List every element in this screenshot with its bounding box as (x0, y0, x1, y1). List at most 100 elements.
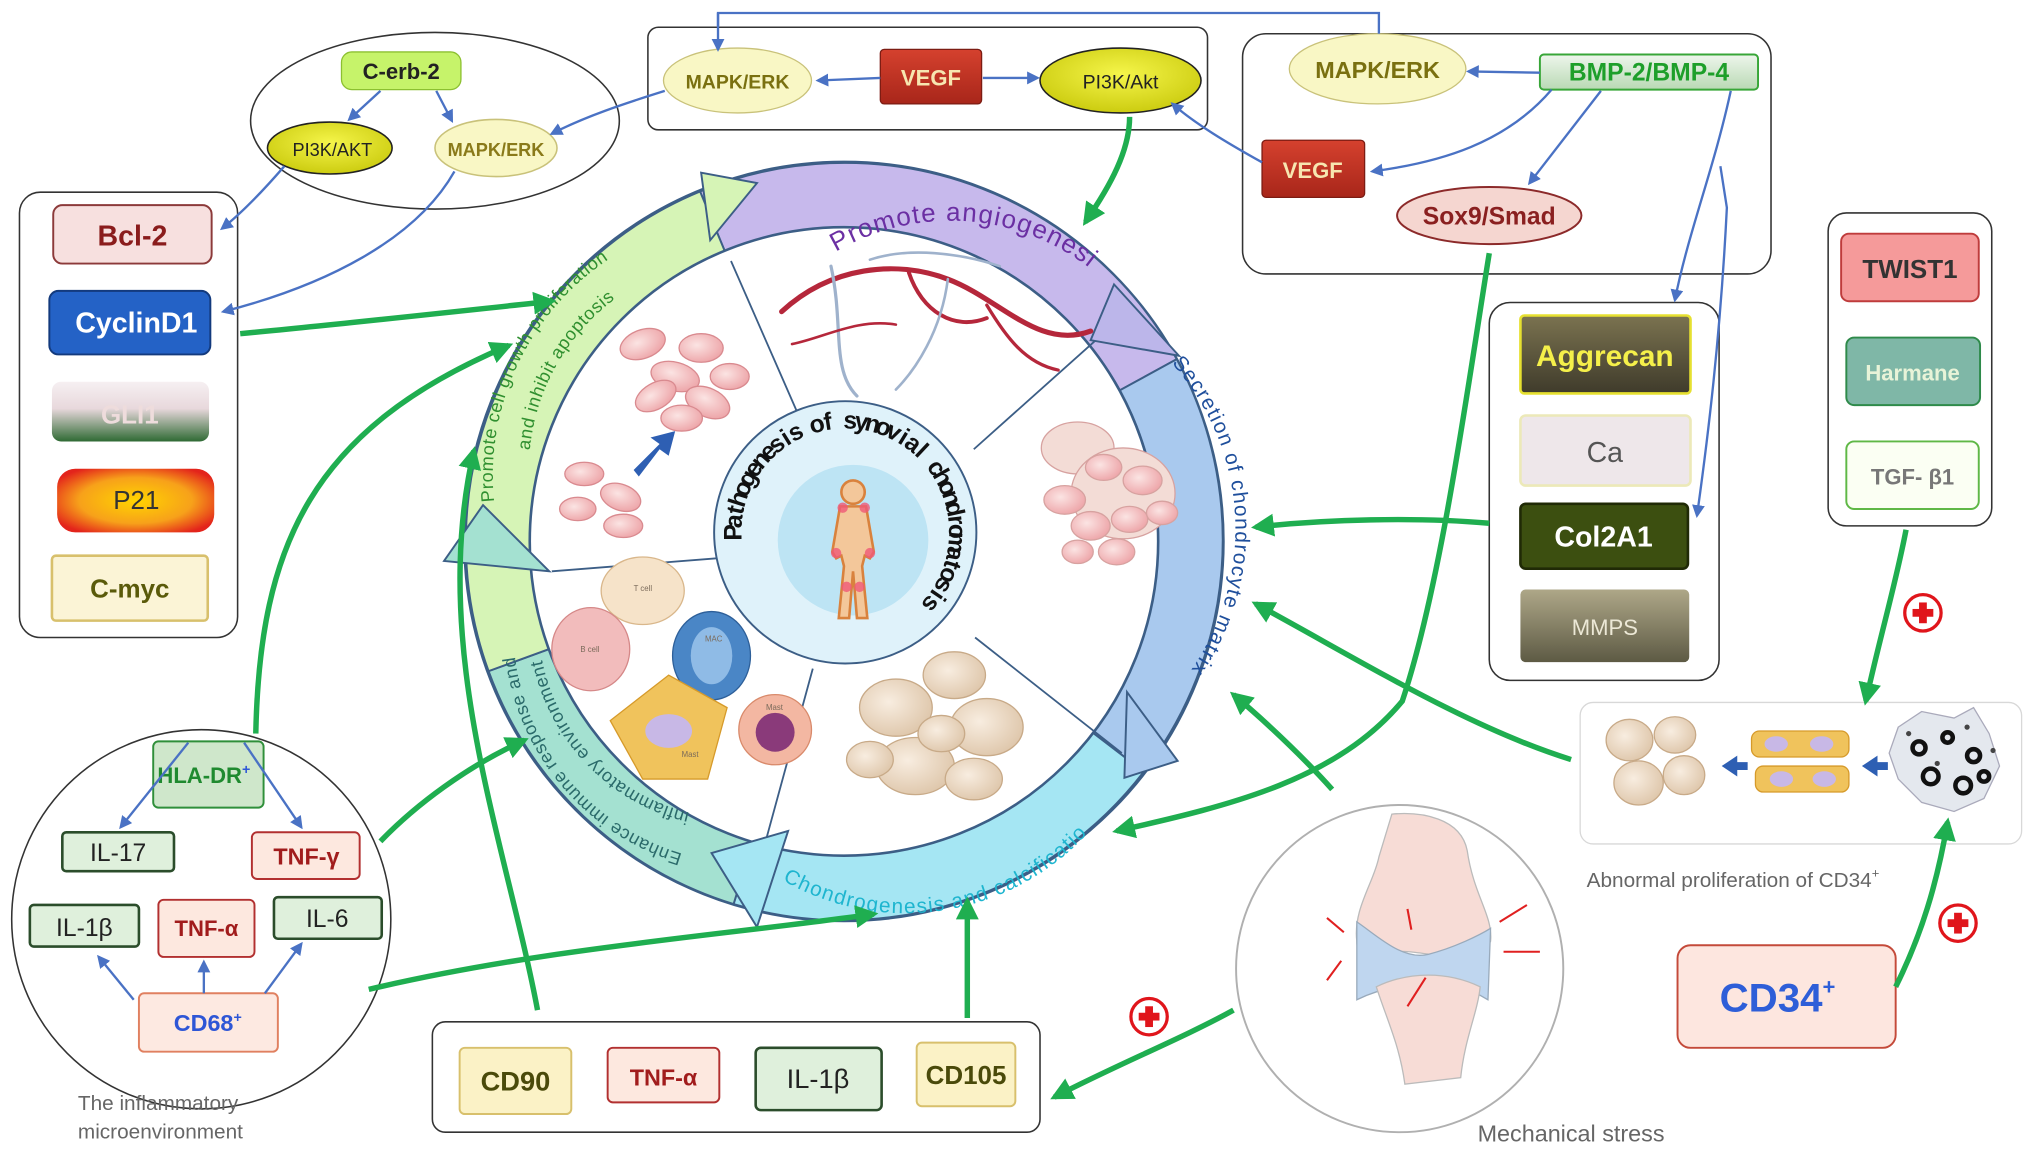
gene-cyclind1 (48, 289, 212, 356)
svg-text:GLI1: GLI1 (101, 399, 159, 429)
svg-text:Sox9/Smad: Sox9/Smad (1423, 204, 1556, 231)
fibroblast-cells-icon (1750, 730, 1850, 793)
node-il17 (61, 830, 176, 873)
twist-box: TWIST1 Harmane TGF- β1 (1827, 212, 1993, 527)
mechanical-stress-joint: Mechanical stress (1235, 804, 1665, 1146)
vegf-pathway-box: MAPK/ERK VEGF PI3K/Akt (647, 26, 1209, 131)
svg-text:CD105: CD105 (926, 1060, 1007, 1090)
cartilage-nodules-illustration (845, 651, 1024, 801)
mapk-erk-node-left (434, 118, 558, 178)
cell-label-t: T cell (634, 584, 653, 593)
svg-text:Ca: Ca (1587, 437, 1624, 469)
inflammatory-microenvironment: HLA-DR+ IL-17 TNF-γ IL-1β TNF-α IL-6 CD6… (10, 728, 392, 1144)
left-gene-box: Bcl-2 CyclinD1 GLI1 P21 C-myc (18, 191, 239, 639)
center-title-letter: a (720, 513, 748, 530)
cartilage-cells-icon (1605, 716, 1706, 806)
svg-text:BMP-2/BMP-4: BMP-2/BMP-4 (1569, 60, 1730, 87)
center-title-letter: d (939, 499, 969, 519)
cell-label-mac: MAC (705, 634, 723, 643)
marker-tnf-alpha (606, 1046, 721, 1104)
svg-text:TGF- β1: TGF- β1 (1871, 464, 1954, 489)
gene-aggrecan (1519, 314, 1692, 395)
svg-text:CyclinD1: CyclinD1 (75, 307, 197, 339)
svg-text:HLA-DR+: HLA-DR+ (157, 762, 250, 788)
svg-text:C-myc: C-myc (90, 573, 169, 603)
node-cd68 (137, 992, 279, 1053)
immune-cells-illustration (551, 556, 813, 780)
gene-bcl2 (52, 204, 213, 265)
plus-icon (1129, 996, 1169, 1037)
svg-text:VEGF: VEGF (1283, 158, 1343, 183)
green-arrows (239, 116, 1956, 1100)
svg-text:IL-6: IL-6 (306, 906, 348, 933)
center-title-letter: o (806, 410, 827, 440)
node-hla-dr (152, 740, 265, 809)
svg-text:Bcl-2: Bcl-2 (98, 220, 168, 252)
cerb2-cluster: C-erb-2 PI3K/AKT MAPK/ERK (249, 31, 621, 210)
pi3k-akt-node-top (1039, 47, 1202, 114)
svg-text:VEGF: VEGF (901, 66, 961, 91)
center-title-letter: a (940, 544, 969, 563)
mechanical-stress-caption: Mechanical stress (1478, 1120, 1665, 1146)
pi3k-akt-node (266, 121, 393, 175)
blue-arrows (97, 11, 1732, 1001)
bmp-pathway-box: MAPK/ERK BMP-2/BMP-4 VEGF Sox9/Smad (1241, 32, 1772, 275)
gene-harmane (1845, 336, 1982, 407)
svg-text:TNF-γ: TNF-γ (273, 844, 339, 870)
marker-cd105 (915, 1041, 1017, 1108)
gene-tgfb1 (1845, 440, 1980, 510)
stage-arrow-icon-1 (1721, 755, 1748, 777)
svg-text:PI3K/Akt: PI3K/Akt (1083, 71, 1159, 93)
stage-arrow-icon-2 (1861, 755, 1888, 777)
gene-mmps (1520, 589, 1690, 663)
svg-text:CD68+: CD68+ (174, 1010, 242, 1036)
cerb2-node (340, 51, 462, 91)
vegf-node-top (879, 48, 983, 105)
svg-text:CD90: CD90 (481, 1066, 551, 1097)
chondrocyte-cluster-illustration (1040, 421, 1179, 566)
svg-text:PI3K/AKT: PI3K/AKT (293, 140, 373, 160)
bottom-marker-box: CD90 TNF-α IL-1β CD105 (431, 1021, 1041, 1133)
node-tnf-alpha (157, 898, 256, 958)
center-title-letter: h (724, 488, 754, 510)
node-il1b (28, 903, 141, 948)
marker-il1b (754, 1046, 883, 1112)
sox9-smad-node (1396, 185, 1583, 246)
cd34-caption: Abnormal proliferation of CD34+ (1587, 866, 1880, 892)
plus-icons (1129, 593, 1978, 1037)
svg-text:MMPS: MMPS (1572, 615, 1638, 640)
proliferating-cells-illustration (558, 327, 750, 539)
svg-text:MAPK/ERK: MAPK/ERK (686, 71, 790, 93)
matrix-gene-box: Aggrecan Ca Col2A1 MMPS (1488, 301, 1720, 682)
center-title-letter: s (843, 407, 858, 435)
gene-twist1 (1840, 232, 1980, 303)
center-title-letter: r (942, 514, 970, 527)
gene-ca (1519, 414, 1692, 487)
svg-text:TNF-α: TNF-α (630, 1064, 698, 1090)
cell-label-mast: Mast (682, 750, 700, 759)
cell-label-b: B cell (580, 645, 599, 654)
svg-text:CD34+: CD34+ (1720, 975, 1836, 1021)
center-title-letter: m (942, 530, 971, 554)
svg-text:IL-17: IL-17 (90, 840, 146, 867)
center-title-letter: P (720, 524, 747, 540)
gene-col2a1 (1519, 502, 1690, 570)
mapk-erk-node-top (662, 47, 813, 114)
center-title-letter: y (853, 408, 871, 437)
cd34-cell-icon (1888, 706, 2001, 813)
svg-text:P21: P21 (113, 485, 159, 515)
center-title-letter: o (943, 524, 970, 539)
node-il6 (272, 895, 384, 941)
blood-vessels-illustration (779, 251, 1094, 398)
svg-text:TNF-α: TNF-α (175, 916, 239, 941)
cd34-proliferation-panel: Abnormal proliferation of CD34+ CD34+ (1579, 701, 2023, 1049)
cell-label-mast2: Mast (766, 703, 784, 712)
gene-p21 (57, 468, 215, 533)
center-title-letter: n (862, 409, 883, 439)
proliferation-arrow-icon (633, 431, 676, 477)
svg-text:Col2A1: Col2A1 (1554, 522, 1652, 554)
svg-text:Aggrecan: Aggrecan (1536, 340, 1674, 373)
cd34-node (1676, 944, 1897, 1049)
